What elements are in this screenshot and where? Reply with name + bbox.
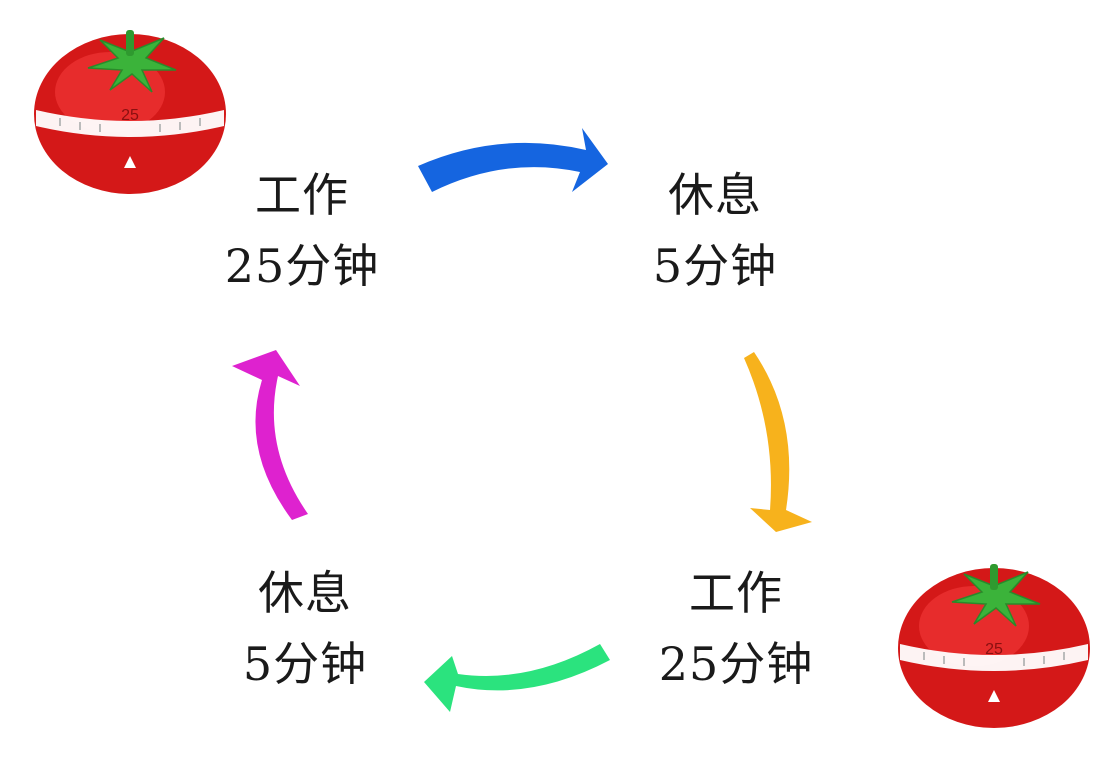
node-rest-bottom-left: 休息 5分钟 <box>230 558 380 701</box>
tomato-timer-icon: 25 <box>34 30 226 194</box>
node-duration: 5分钟 <box>652 239 778 294</box>
node-title: 休息 <box>668 168 762 222</box>
node-rest-top-right: 休息 5分钟 <box>640 160 790 303</box>
node-work-bottom-right: 工作 25分钟 <box>656 558 816 701</box>
node-title: 工作 <box>255 168 349 222</box>
arrow-rest-to-work-left-icon <box>232 350 308 520</box>
node-title: 工作 <box>689 566 783 620</box>
node-duration: 5分钟 <box>242 637 368 692</box>
arrow-work-to-rest-bottom-icon <box>424 644 610 712</box>
arrow-rest-to-work-icon <box>744 352 812 532</box>
tomato-timer-icon: 25 <box>898 564 1090 728</box>
timer-dial-number: 25 <box>121 107 139 124</box>
node-work-top-left: 工作 25分钟 <box>222 160 382 303</box>
node-duration: 25分钟 <box>224 239 380 294</box>
node-duration: 25分钟 <box>658 637 814 692</box>
arrow-work-to-rest-icon <box>418 128 608 192</box>
node-title: 休息 <box>258 566 352 620</box>
timer-dial-number: 25 <box>985 641 1003 658</box>
